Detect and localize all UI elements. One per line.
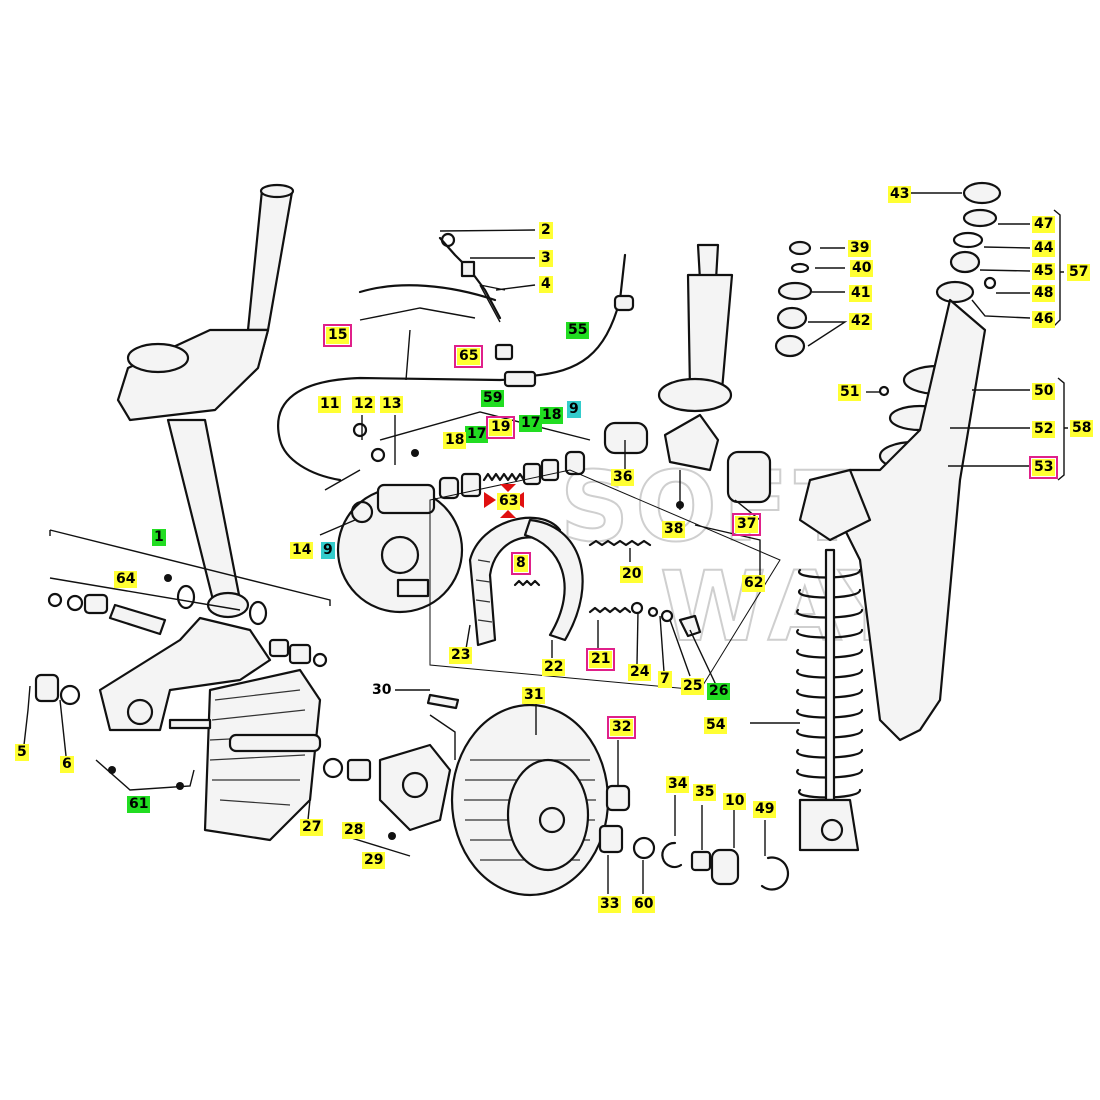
callout-2[interactable]: 2 (539, 222, 553, 239)
callout-38[interactable]: 38 (662, 521, 686, 538)
brake-drum (426, 693, 610, 897)
callout-50[interactable]: 50 (1032, 383, 1056, 400)
callout-53[interactable]: 53 (1028, 456, 1059, 479)
callout-25[interactable]: 25 (681, 678, 705, 695)
callout-57[interactable]: 57 (1067, 264, 1091, 281)
callout-18a[interactable]: 18 (443, 432, 467, 449)
callout-48[interactable]: 48 (1032, 285, 1056, 302)
callout-55[interactable]: 55 (566, 322, 590, 339)
callout-7[interactable]: 7 (658, 671, 672, 688)
callout-18b[interactable]: 18 (540, 407, 564, 424)
callout-35[interactable]: 35 (693, 784, 717, 801)
callout-29[interactable]: 29 (362, 852, 386, 869)
callout-4[interactable]: 4 (539, 276, 553, 293)
callout-49[interactable]: 49 (753, 801, 777, 818)
callout-21[interactable]: 21 (585, 648, 616, 671)
callout-64[interactable]: 64 (114, 571, 138, 588)
bushings-left (47, 584, 328, 668)
callout-13[interactable]: 13 (380, 396, 404, 413)
callout-39[interactable]: 39 (848, 240, 872, 257)
callout-5[interactable]: 5 (15, 744, 29, 761)
lever-arm (34, 616, 272, 732)
callout-51[interactable]: 51 (838, 384, 862, 401)
callout-27[interactable]: 27 (300, 819, 324, 836)
callout-15[interactable]: 15 (322, 324, 353, 347)
callout-17a[interactable]: 17 (465, 426, 489, 443)
callout-45[interactable]: 45 (1032, 263, 1056, 280)
callout-19[interactable]: 19 (485, 416, 516, 439)
callout-26[interactable]: 26 (707, 683, 731, 700)
callout-40[interactable]: 40 (850, 260, 874, 277)
callout-32[interactable]: 32 (606, 716, 637, 739)
callout-52[interactable]: 52 (1032, 421, 1056, 438)
brake-shoes (468, 516, 702, 647)
brake-hoses (277, 232, 635, 482)
reference-dots (108, 449, 684, 840)
callout-9a[interactable]: 9 (321, 542, 335, 559)
callout-60[interactable]: 60 (632, 896, 656, 913)
arrow-down-icon (500, 484, 516, 492)
callout-58[interactable]: 58 (1070, 420, 1094, 437)
callout-31[interactable]: 31 (522, 687, 546, 704)
callout-65[interactable]: 65 (453, 345, 484, 368)
callout-14[interactable]: 14 (290, 542, 314, 559)
callout-11[interactable]: 11 (318, 396, 342, 413)
callout-10[interactable]: 10 (723, 793, 747, 810)
callout-54[interactable]: 54 (704, 717, 728, 734)
callout-8[interactable]: 8 (511, 552, 531, 575)
arrow-up-icon (500, 510, 516, 518)
callout-9b[interactable]: 9 (567, 401, 581, 418)
callout-41[interactable]: 41 (849, 285, 873, 302)
callout-22[interactable]: 22 (542, 659, 566, 676)
callout-59[interactable]: 59 (481, 390, 505, 407)
hub-carrier (378, 743, 452, 832)
callout-23[interactable]: 23 (449, 647, 473, 664)
callout-34[interactable]: 34 (666, 776, 690, 793)
callout-47[interactable]: 47 (1032, 216, 1056, 233)
shock-absorber (603, 243, 772, 504)
callout-28[interactable]: 28 (342, 822, 366, 839)
callout-6[interactable]: 6 (60, 756, 74, 773)
callout-36[interactable]: 36 (611, 469, 635, 486)
callout-46[interactable]: 46 (1032, 311, 1056, 328)
callout-3[interactable]: 3 (539, 250, 553, 267)
callout-61[interactable]: 61 (127, 796, 151, 813)
callout-37[interactable]: 37 (731, 513, 762, 536)
brake-backplate-upper (336, 483, 464, 614)
callout-33[interactable]: 33 (598, 896, 622, 913)
callout-12[interactable]: 12 (352, 396, 376, 413)
brake-group-outline (429, 469, 781, 691)
hub-small-parts (598, 784, 790, 891)
callout-42[interactable]: 42 (849, 313, 873, 330)
callout-63[interactable]: 63 (497, 493, 521, 510)
stub-axle-kingpin (116, 183, 295, 619)
callout-30[interactable]: 30 (372, 682, 392, 698)
arrow-right-icon (484, 492, 496, 508)
callout-24[interactable]: 24 (628, 664, 652, 681)
callout-62[interactable]: 62 (742, 575, 766, 592)
brake-backplate-lower (168, 668, 372, 842)
callout-43[interactable]: 43 (888, 186, 912, 203)
strut-and-spring (796, 298, 987, 852)
callout-20[interactable]: 20 (620, 566, 644, 583)
callout-44[interactable]: 44 (1032, 240, 1056, 257)
callout-17b[interactable]: 17 (519, 415, 543, 432)
callout-1[interactable]: 1 (152, 529, 166, 546)
